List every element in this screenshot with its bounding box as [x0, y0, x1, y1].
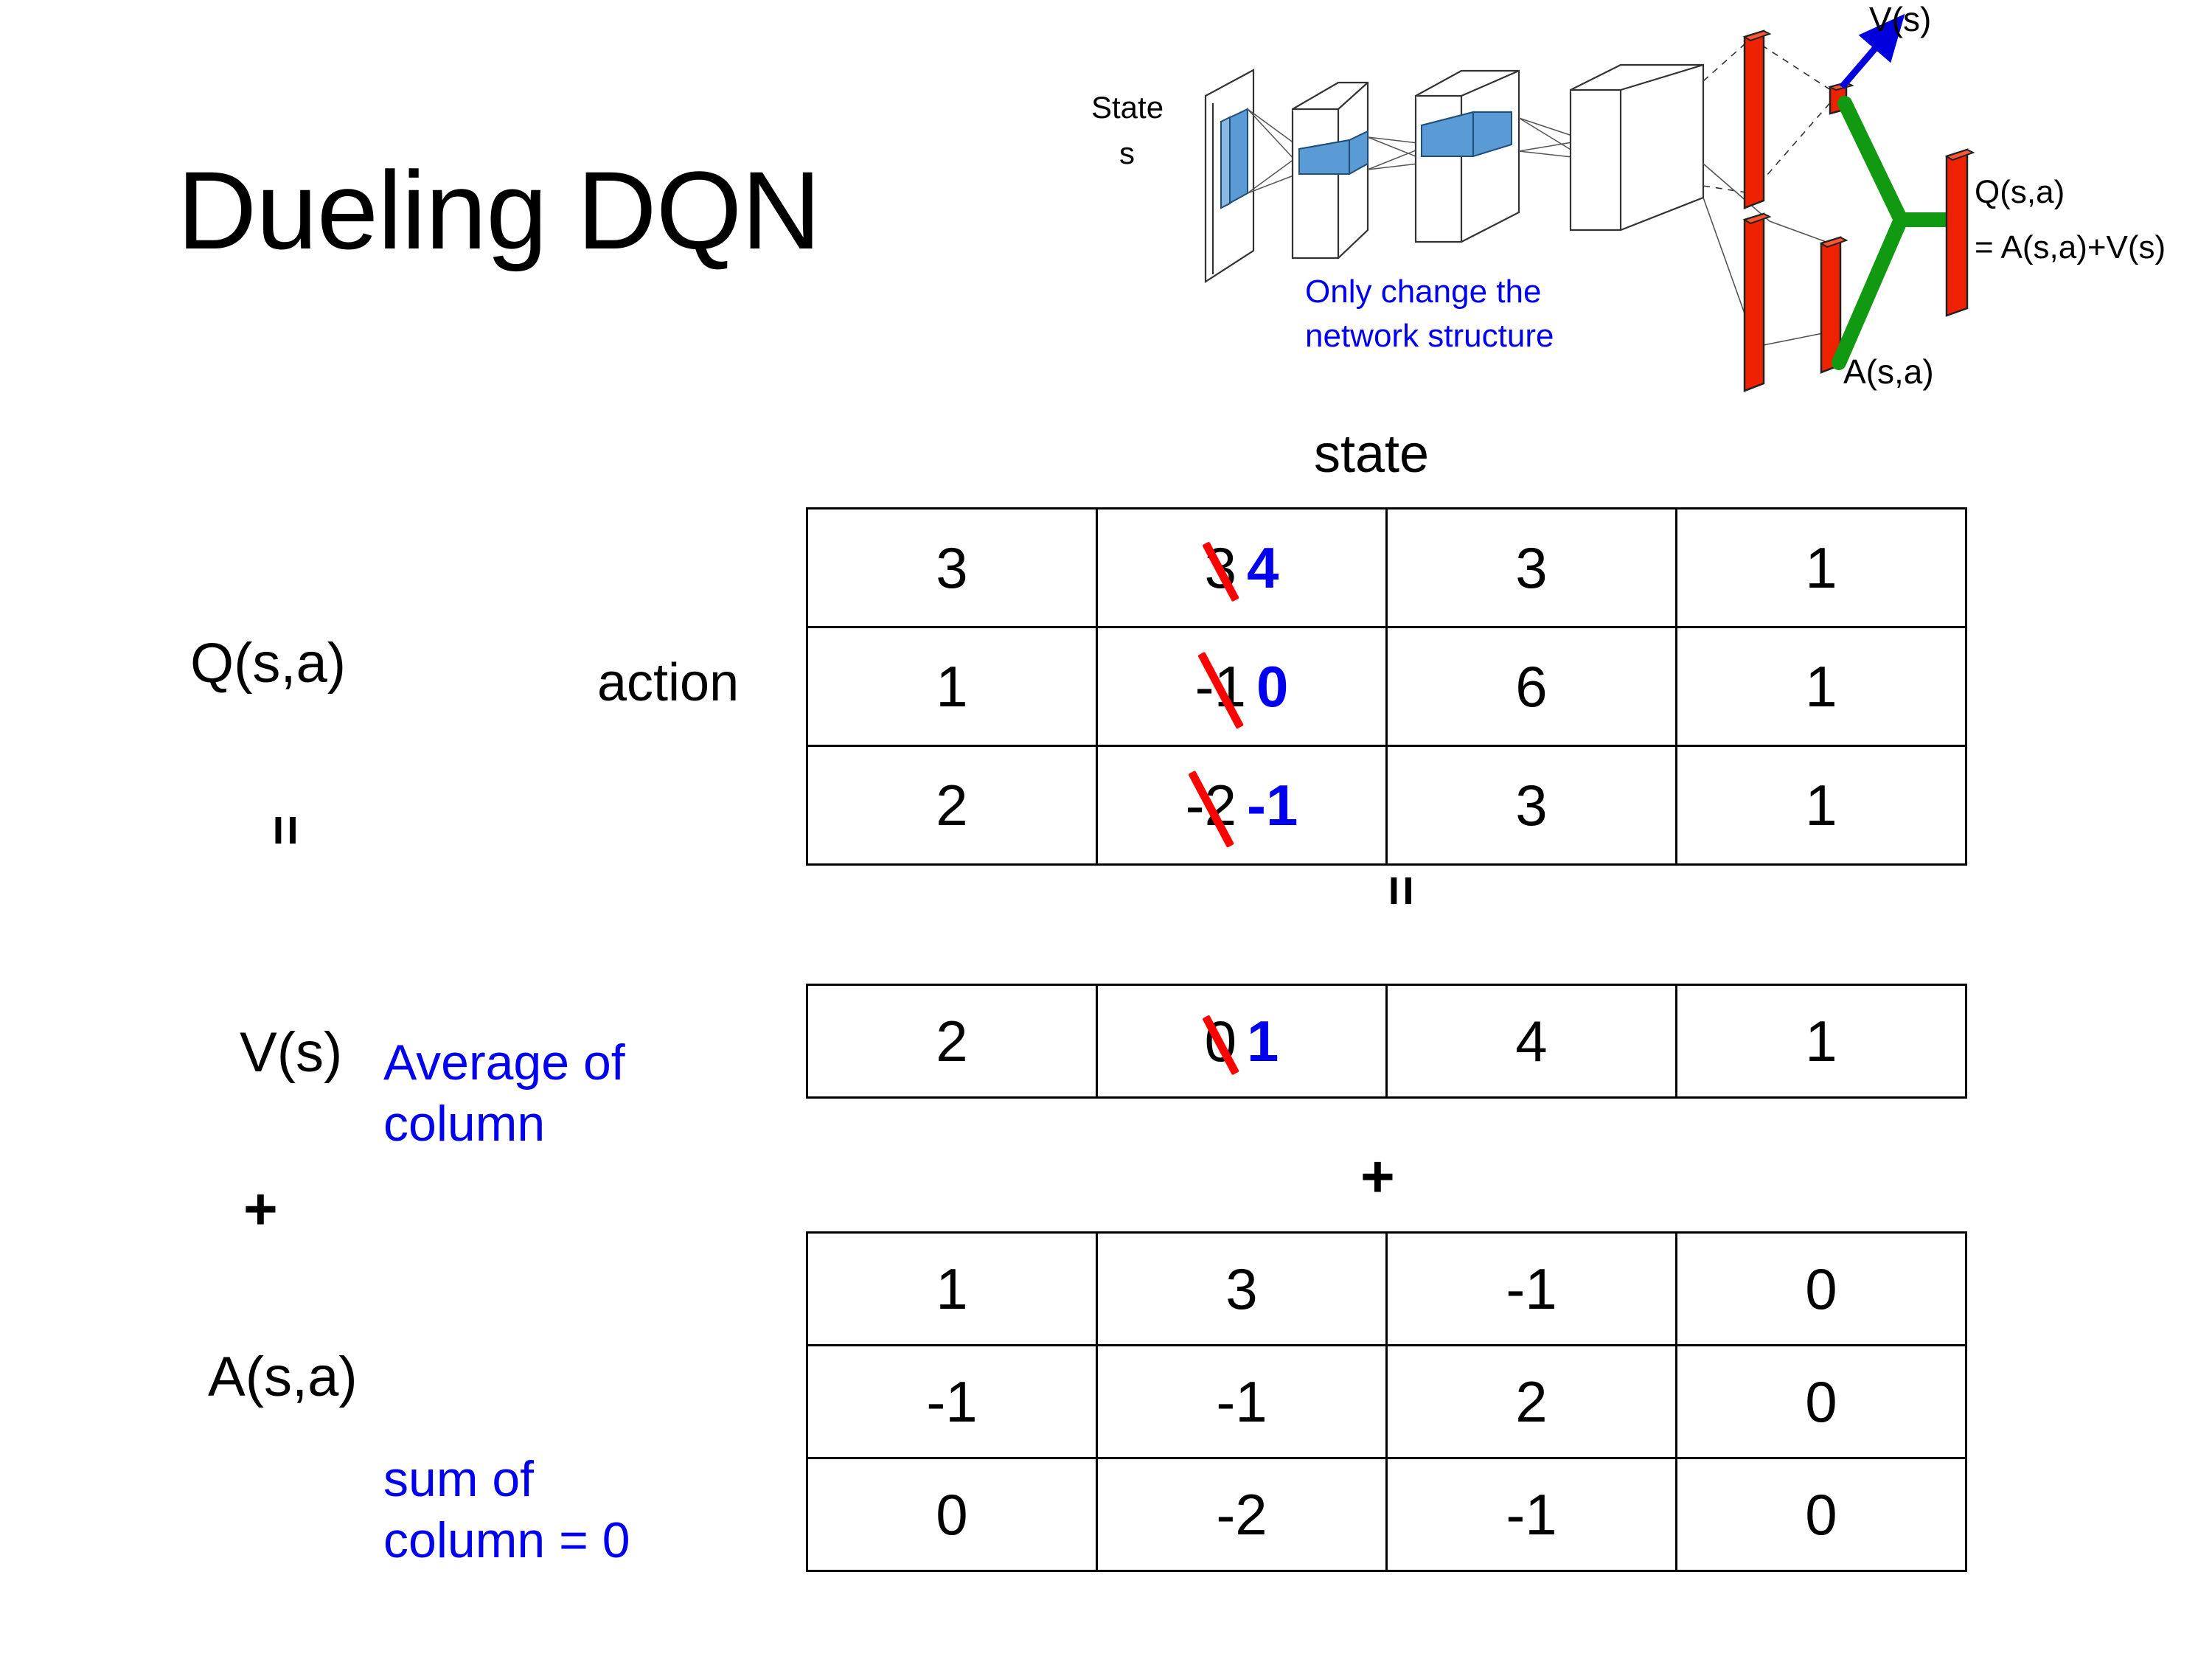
- table-cell: 6: [1385, 626, 1677, 747]
- cell-value: 1: [936, 653, 968, 719]
- cell-value: -1: [1506, 1481, 1557, 1547]
- average-of-column-note: Average of column: [383, 1032, 625, 1155]
- table-row: 1 3 -1 0: [806, 1231, 1967, 1346]
- table-cell: -2-1: [1096, 745, 1388, 866]
- advantage-value-table: 1 3 -1 0 -1 -1 2 0 0 -2 -1 0: [806, 1231, 1967, 1572]
- table-cell: 3: [1385, 507, 1677, 628]
- figure-note-line1: Only change the: [1305, 274, 1541, 310]
- table-cell: 1: [806, 626, 1098, 747]
- plus-operator-middle: +: [1360, 1144, 1395, 1209]
- table-cell: 0: [806, 1457, 1098, 1572]
- action-axis-label: action: [597, 653, 740, 712]
- table-row: -1 -1 2 0: [806, 1344, 1967, 1459]
- table-row: 2 -2-1 3 1: [806, 745, 1967, 866]
- cell-value: 2: [1515, 1368, 1548, 1434]
- figure-vs-label: V(s): [1869, 0, 1931, 38]
- figure-state-label: State: [1091, 90, 1164, 125]
- table-cell: 3: [1096, 1231, 1388, 1346]
- v-function-label: V(s): [240, 1021, 343, 1084]
- figure-qsa-equation-label: = A(s,a)+V(s): [1975, 229, 2166, 265]
- table-cell: 3: [1385, 745, 1677, 866]
- table-cell: 2: [806, 984, 1098, 1099]
- figure-note-line2: network structure: [1305, 318, 1554, 354]
- new-value: 0: [1256, 653, 1289, 719]
- average-note-line2: column: [383, 1095, 546, 1152]
- figure-state-sub-label: s: [1119, 136, 1135, 170]
- sum-note-line2: column = 0: [383, 1512, 630, 1568]
- cell-value: 1: [1805, 772, 1837, 838]
- struck-old-value: 3: [1204, 535, 1237, 600]
- sum-of-column-note: sum of column = 0: [383, 1449, 630, 1571]
- table-cell: -1: [1385, 1231, 1677, 1346]
- cell-value: -1: [1216, 1368, 1267, 1434]
- table-cell: 1: [1675, 507, 1967, 628]
- table-cell: -1: [1096, 1344, 1388, 1459]
- table-cell: 2: [1385, 1344, 1677, 1459]
- cell-value: 1: [936, 1256, 968, 1321]
- cell-value: 6: [1515, 653, 1548, 719]
- state-axis-label: state: [1314, 425, 1430, 484]
- cell-value: 3: [1225, 1256, 1258, 1321]
- cell-value: 1: [1805, 535, 1837, 600]
- table-cell: -1: [1385, 1457, 1677, 1572]
- plus-operator-left: +: [243, 1176, 278, 1242]
- new-value: 4: [1247, 535, 1279, 600]
- average-note-line1: Average of: [383, 1034, 625, 1091]
- new-value: -1: [1247, 772, 1298, 838]
- figure-qsa-label: Q(s,a): [1975, 174, 2065, 210]
- cell-value: 3: [1515, 772, 1548, 838]
- cell-value: -1: [1506, 1256, 1557, 1321]
- figure-asa-label: A(s,a): [1843, 352, 1934, 391]
- sum-note-line1: sum of: [383, 1451, 535, 1507]
- q-function-label: Q(s,a): [190, 632, 347, 695]
- cell-value: -1: [926, 1368, 978, 1434]
- a-function-label: A(s,a): [208, 1346, 358, 1408]
- table-cell: 0: [1675, 1231, 1967, 1346]
- equals-operator-left: =: [256, 814, 315, 846]
- table-cell: 1: [806, 1231, 1098, 1346]
- table-cell: 3: [806, 507, 1098, 628]
- struck-old-value: 0: [1204, 1008, 1237, 1074]
- cell-value: 0: [1805, 1481, 1837, 1547]
- cell-value: 0: [936, 1481, 968, 1547]
- cell-value: 0: [1805, 1368, 1837, 1434]
- struck-old-value: -2: [1185, 772, 1237, 838]
- page-title: Dueling DQN: [177, 148, 821, 272]
- cell-value: 1: [1805, 653, 1837, 719]
- edited-cell: -2-1: [1186, 772, 1298, 839]
- table-cell: 0: [1675, 1344, 1967, 1459]
- table-cell: -2: [1096, 1457, 1388, 1572]
- cell-value: 2: [936, 1008, 968, 1074]
- table-cell: 0: [1675, 1457, 1967, 1572]
- table-cell: 1: [1675, 984, 1967, 1099]
- cell-value: 4: [1515, 1008, 1548, 1074]
- table-cell: 2: [806, 745, 1098, 866]
- table-cell: 4: [1385, 984, 1677, 1099]
- cell-value: 1: [1805, 1008, 1837, 1074]
- struck-old-value: -1: [1194, 653, 1246, 719]
- cell-value: 3: [936, 535, 968, 600]
- dueling-network-diagram: State s Only change the network structur…: [1084, 0, 2212, 413]
- cell-value: 0: [1805, 1256, 1837, 1321]
- cell-value: -2: [1216, 1481, 1267, 1547]
- table-row: 0 -2 -1 0: [806, 1457, 1967, 1572]
- table-cell: 1: [1675, 745, 1967, 866]
- cell-value: 2: [936, 772, 968, 838]
- new-value: 1: [1247, 1008, 1279, 1074]
- cell-value: 3: [1515, 535, 1548, 600]
- table-cell: -1: [806, 1344, 1098, 1459]
- table-cell: 1: [1675, 626, 1967, 747]
